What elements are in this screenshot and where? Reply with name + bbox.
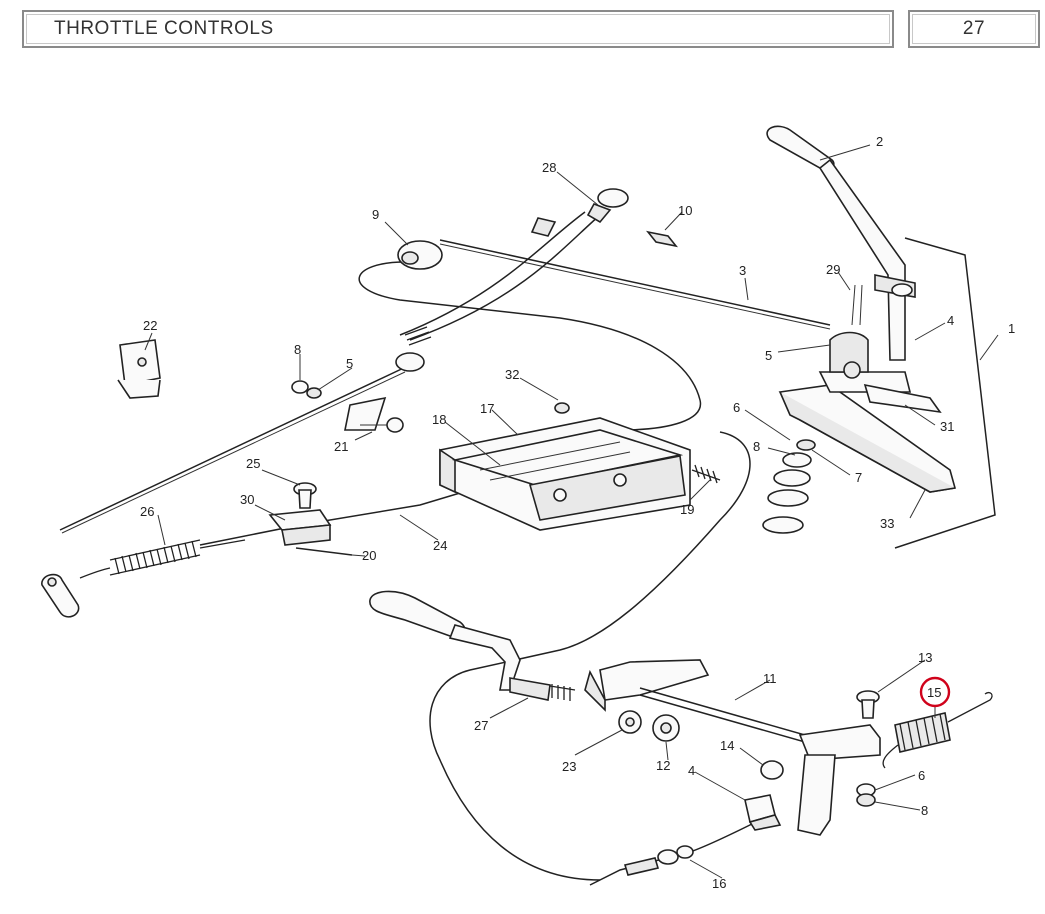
- link-plate: [41, 573, 80, 618]
- hand-lever: [766, 125, 916, 361]
- callout-14: 14: [720, 738, 734, 753]
- callout-22: 22: [143, 318, 157, 333]
- cable-loop-lower: [429, 431, 751, 881]
- callout-8-lower: 8: [921, 803, 928, 818]
- long-cable-b: [61, 371, 406, 534]
- callout-3: 3: [739, 263, 746, 278]
- callout-12: 12: [656, 758, 670, 773]
- bracket-4-lower: [744, 794, 782, 831]
- callout-15: 15: [927, 685, 941, 700]
- callout-1: 1: [1008, 321, 1015, 336]
- callout-5-right: 5: [765, 348, 772, 363]
- cable-loop-upper: [358, 261, 702, 431]
- group-bracket-1: [894, 237, 996, 549]
- callout-18: 18: [432, 412, 446, 427]
- control-housing: [439, 402, 691, 531]
- callout-13: 13: [918, 650, 932, 665]
- callout-27: 27: [474, 718, 488, 733]
- diagram-title: THROTTLE CONTROLS: [54, 18, 274, 39]
- clip-22: [117, 339, 161, 399]
- bolt-29: [851, 283, 913, 326]
- nut-8-upper: [291, 380, 322, 399]
- callout-9: 9: [372, 207, 379, 222]
- highlight-circle-15: [919, 676, 951, 708]
- callout-32: 32: [505, 367, 519, 382]
- callout-24: 24: [433, 538, 447, 553]
- callout-31: 31: [940, 419, 954, 434]
- throttle-bracket: [778, 331, 957, 493]
- page-number-box: 27: [908, 10, 1040, 48]
- diagram-title-box: THROTTLE CONTROLS: [22, 10, 894, 48]
- spring-15: [882, 691, 993, 769]
- cable-end-16: [623, 845, 694, 876]
- screw-19: [691, 464, 721, 484]
- clip-10: [646, 230, 678, 248]
- nut-12: [652, 714, 680, 742]
- callout-8-left: 8: [294, 342, 301, 357]
- callout-30: 30: [240, 492, 254, 507]
- control-cable-28: [409, 214, 601, 341]
- callout-2: 2: [876, 134, 883, 149]
- callout-6-lower: 6: [918, 768, 925, 783]
- pin-25: [293, 482, 317, 509]
- leader-lines: [144, 144, 999, 879]
- callout-19: 19: [680, 502, 694, 517]
- washer-stack: [762, 439, 816, 534]
- throttle-rod-3: [439, 239, 831, 326]
- callout-8-right: 8: [753, 439, 760, 454]
- long-cable: [59, 364, 411, 531]
- bolt-13: [856, 690, 880, 719]
- callout-4-lower: 4: [688, 763, 695, 778]
- cable-grommet: [395, 326, 432, 372]
- cable-24: [199, 489, 471, 546]
- pedal-shaft-assembly: [584, 659, 881, 836]
- screw-20: [295, 547, 353, 556]
- cap-14: [760, 760, 784, 780]
- spring-26: [79, 539, 246, 579]
- control-cable-28-b: [399, 211, 586, 336]
- callout-21: 21: [334, 439, 348, 454]
- page-number: 27: [962, 18, 986, 39]
- callout-20: 20: [362, 548, 376, 563]
- throttle-rod-3-b: [439, 243, 831, 330]
- callout-29: 29: [826, 262, 840, 277]
- callout-17: 17: [480, 401, 494, 416]
- callout-23: 23: [562, 759, 576, 774]
- nut-8-lower: [856, 783, 876, 807]
- callout-28: 28: [542, 160, 556, 175]
- grommet-9: [397, 240, 443, 270]
- callout-4-upper: 4: [947, 313, 954, 328]
- cable-end-28: [530, 188, 629, 237]
- bolt-21: [344, 396, 404, 433]
- foot-pedal: [369, 590, 576, 701]
- callout-10: 10: [678, 203, 692, 218]
- callout-33: 33: [880, 516, 894, 531]
- callout-7: 7: [855, 470, 862, 485]
- callout-labels: 1 2 3 4 5 29 6 8 7 31 33 9 28 10 22 8 5 …: [140, 134, 1015, 891]
- callout-26: 26: [140, 504, 154, 519]
- block-30: [268, 509, 332, 546]
- callout-5-left: 5: [346, 356, 353, 371]
- callout-16: 16: [712, 876, 726, 891]
- callout-6-right: 6: [733, 400, 740, 415]
- callout-25: 25: [246, 456, 260, 471]
- callout-11: 11: [763, 671, 777, 686]
- washer-23: [618, 710, 642, 734]
